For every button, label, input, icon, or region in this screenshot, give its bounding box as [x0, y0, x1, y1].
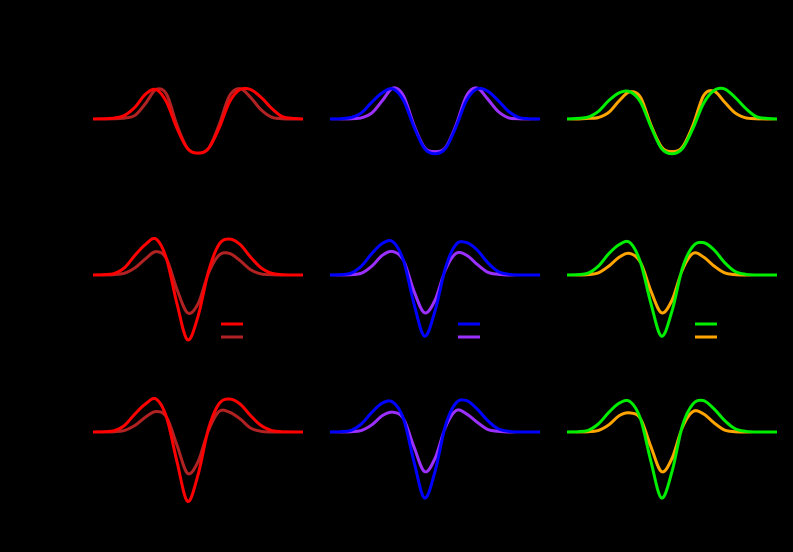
legend-red: [221, 322, 243, 339]
legend-blue: [458, 322, 480, 339]
line-series-a: [566, 86, 778, 156]
panel-r0-c0: [92, 86, 304, 155]
panel-r2-c2: [566, 398, 777, 500]
legend-green: [695, 322, 717, 339]
panel-r2-c0: [92, 396, 304, 503]
line-series-b: [92, 408, 303, 476]
panel-r1-c2: [566, 239, 777, 338]
panel-r1-c0: [92, 236, 304, 342]
line-series-b: [566, 89, 778, 154]
line-series-b: [329, 86, 541, 154]
panel-r1-c1: [329, 239, 540, 338]
line-series-a: [329, 398, 540, 500]
line-series-a: [329, 239, 540, 338]
panel-r0-c1: [329, 86, 541, 156]
line-series-a: [92, 236, 304, 342]
panel-grid: [92, 86, 778, 503]
line-series-a: [329, 86, 541, 156]
line-series-a: [566, 239, 777, 338]
line-series-a: [92, 86, 304, 155]
panel-r2-c1: [329, 398, 540, 500]
line-series-a: [566, 398, 777, 500]
line-series-a: [92, 396, 304, 503]
legend-group: [221, 322, 717, 339]
panel-r0-c2: [566, 86, 778, 156]
line-series-b: [92, 250, 303, 315]
